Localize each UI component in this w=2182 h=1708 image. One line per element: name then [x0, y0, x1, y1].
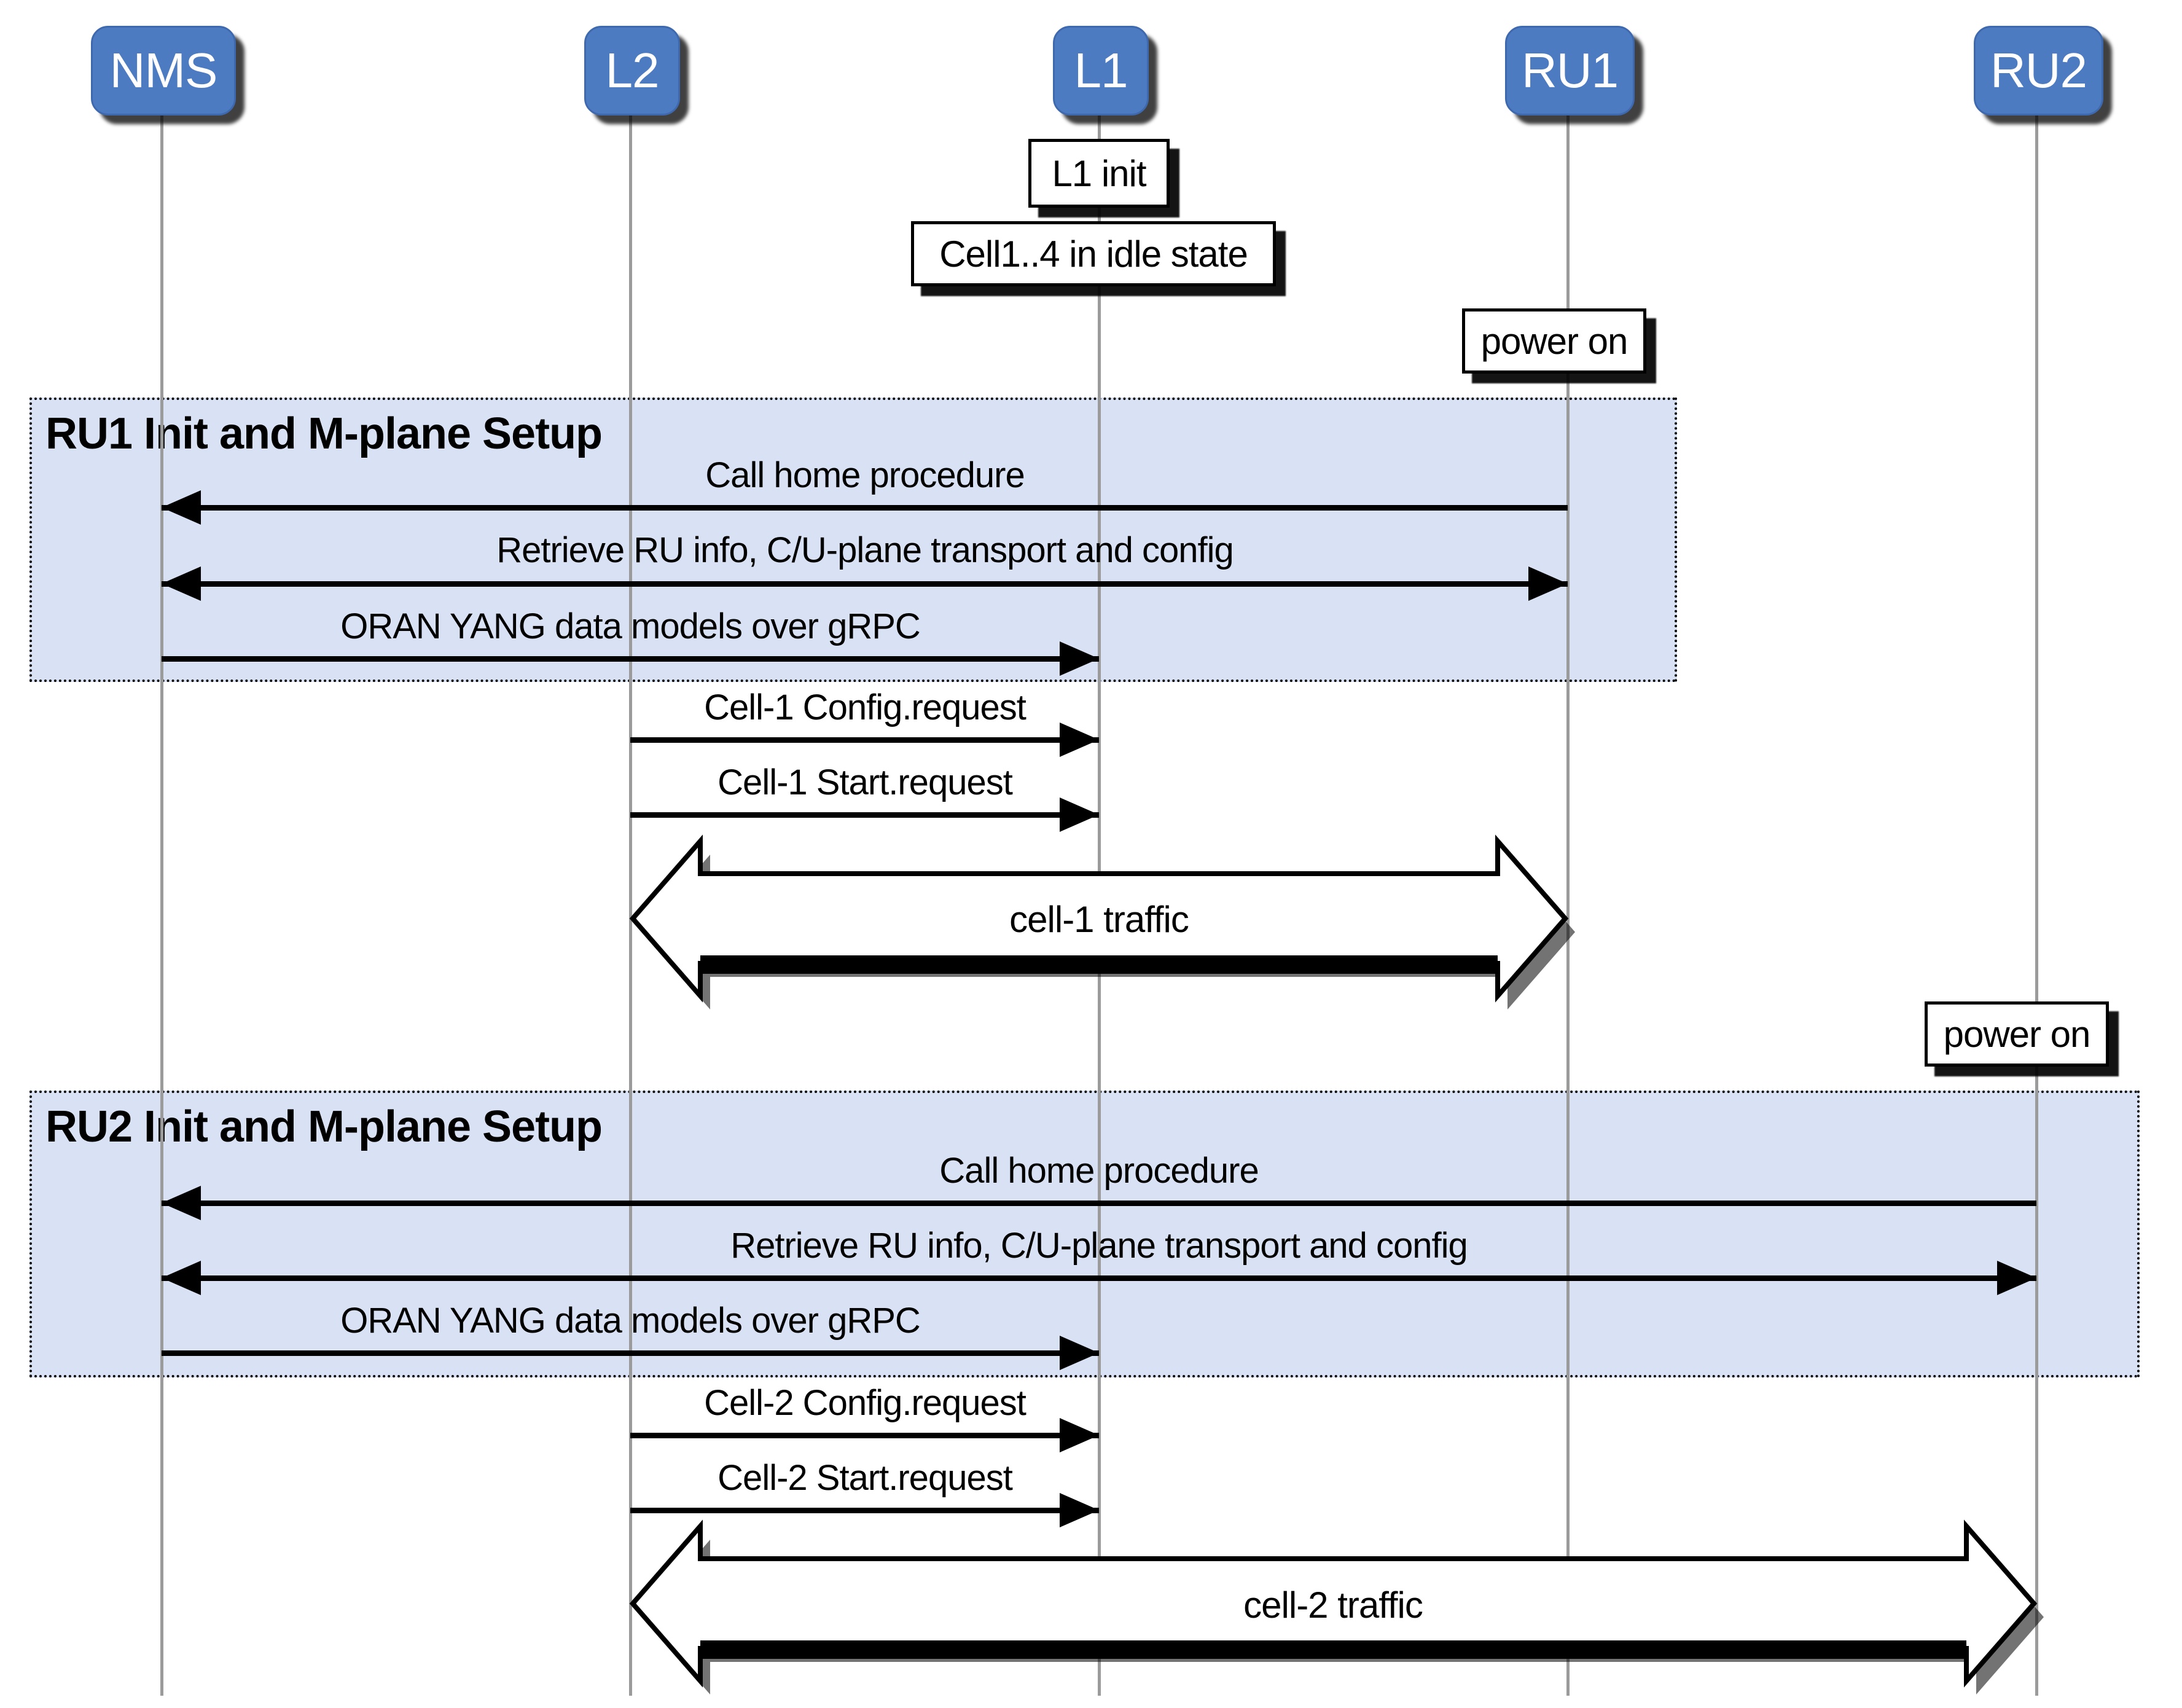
- message-line: [162, 656, 1099, 662]
- lifeline-ru2: [2035, 112, 2038, 1696]
- participant-box-ru2: RU2: [1974, 26, 2103, 116]
- arrowhead-right-icon: [1997, 1261, 2036, 1295]
- message-label: Cell-1 Start.request: [718, 762, 1013, 802]
- message-label: Cell-1 Config.request: [704, 688, 1026, 727]
- message-line: [630, 1508, 1099, 1513]
- frame-ru1-init-mplane-setup: RU1 Init and M-plane Setup: [29, 398, 1677, 682]
- block-arrow-cell2-traffic: [629, 1519, 2044, 1694]
- message-line: [162, 1275, 2036, 1281]
- message-label: Retrieve RU info, C/U-plane transport an…: [730, 1226, 1468, 1266]
- message-line: [162, 1201, 2036, 1206]
- arrowhead-right-icon: [1060, 1493, 1099, 1527]
- message-label: ORAN YANG data models over gRPC: [340, 1301, 921, 1341]
- participant-box-nms: NMS: [91, 26, 236, 116]
- note-power-on-ru2: power on: [1925, 1001, 2109, 1067]
- message-label: Cell-2 Config.request: [704, 1383, 1026, 1423]
- participant-box-ru1: RU1: [1505, 26, 1635, 116]
- message-line: [162, 581, 1568, 587]
- lifeline-nms: [160, 112, 163, 1696]
- message-line: [162, 505, 1568, 511]
- note-l1-init: L1 init: [1028, 139, 1170, 208]
- frame-ru2-init-mplane-setup: RU2 Init and M-plane Setup: [29, 1091, 2140, 1377]
- participant-box-l2: L2: [584, 26, 680, 116]
- message-line: [630, 812, 1099, 818]
- message-label: Cell-2 Start.request: [718, 1458, 1013, 1498]
- lifeline-ru1: [1566, 112, 1570, 1696]
- arrowhead-left-icon: [162, 490, 201, 525]
- arrowhead-left-icon: [162, 566, 201, 601]
- arrowhead-left-icon: [162, 1261, 201, 1295]
- message-line: [630, 737, 1099, 743]
- arrowhead-left-icon: [162, 1186, 201, 1220]
- arrowhead-right-icon: [1060, 1336, 1099, 1370]
- arrowhead-right-icon: [1060, 797, 1099, 832]
- arrowhead-right-icon: [1528, 566, 1568, 601]
- message-line: [630, 1433, 1099, 1438]
- message-label: cell-1 traffic: [1009, 899, 1189, 940]
- lifeline-l2: [629, 112, 632, 1696]
- frame-title: RU1 Init and M-plane Setup: [45, 409, 603, 458]
- arrowhead-right-icon: [1060, 1418, 1099, 1452]
- message-label: cell-2 traffic: [1243, 1585, 1423, 1626]
- message-label: ORAN YANG data models over gRPC: [340, 606, 921, 646]
- message-line: [162, 1350, 1099, 1356]
- block-arrow-cell1-traffic: [629, 834, 1575, 1009]
- arrowhead-right-icon: [1060, 723, 1099, 757]
- message-label: Retrieve RU info, C/U-plane transport an…: [496, 530, 1234, 570]
- participant-box-l1: L1: [1053, 26, 1149, 116]
- frame-title: RU2 Init and M-plane Setup: [45, 1102, 603, 1151]
- message-label: Call home procedure: [939, 1151, 1259, 1191]
- note-power-on-ru1: power on: [1462, 308, 1646, 374]
- arrowhead-right-icon: [1060, 641, 1099, 676]
- message-label: Call home procedure: [705, 455, 1025, 495]
- note-cell-idle-state: Cell1..4 in idle state: [911, 221, 1276, 286]
